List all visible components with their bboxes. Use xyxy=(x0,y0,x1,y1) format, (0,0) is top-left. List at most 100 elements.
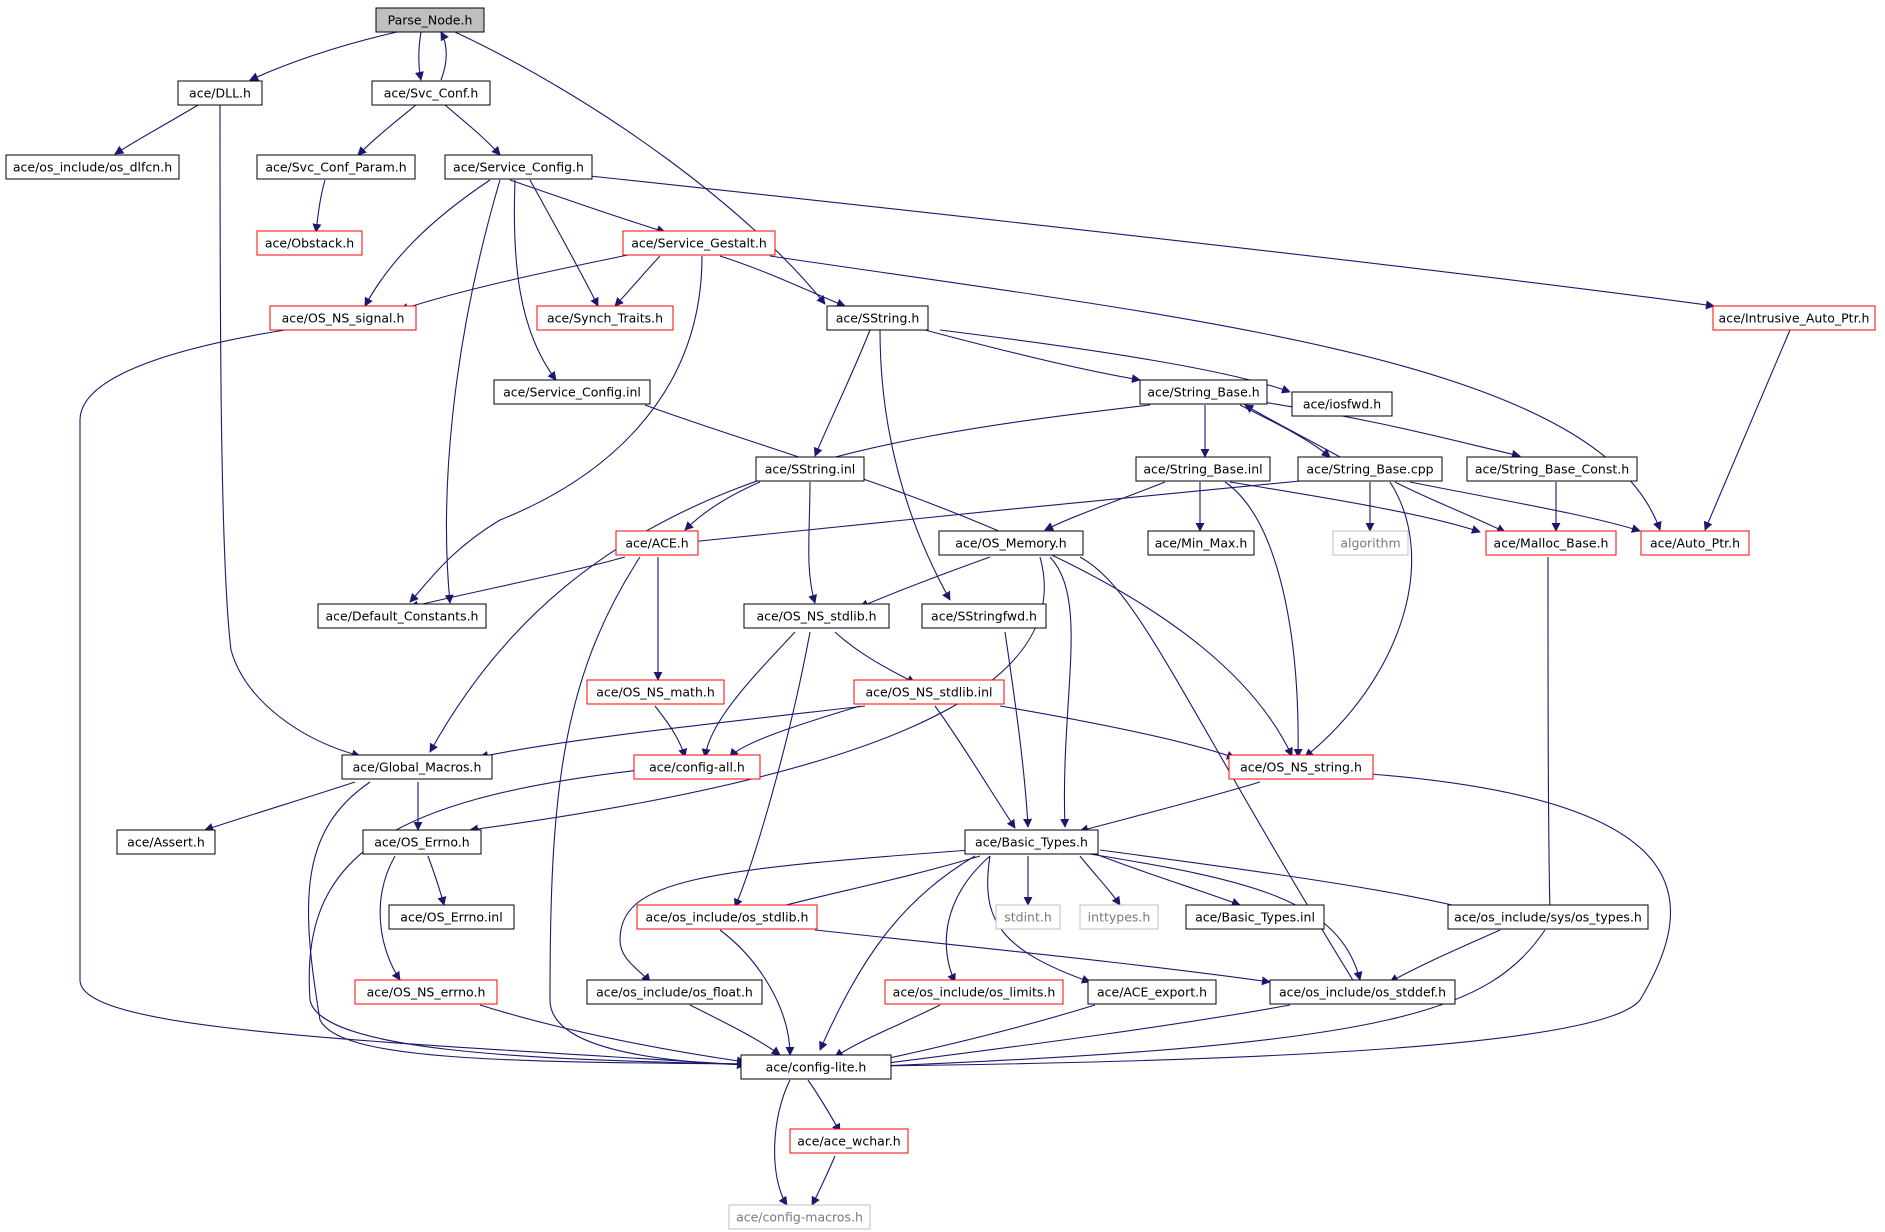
node-os-ns-stdlib-inl[interactable]: ace/OS_NS_stdlib.inl xyxy=(853,679,1005,705)
node-inttypes[interactable]: inttypes.h xyxy=(1079,904,1159,930)
node-box xyxy=(371,80,491,106)
node-min-max[interactable]: ace/Min_Max.h xyxy=(1147,530,1255,556)
node-sstringfwd[interactable]: ace/SStringfwd.h xyxy=(921,603,1047,629)
edge xyxy=(729,705,861,758)
node-label: ace/Synch_Traits.h xyxy=(547,311,663,326)
node-service-gestalt[interactable]: ace/Service_Gestalt.h xyxy=(622,230,776,256)
node-string-base-inl[interactable]: ace/String_Base.inl xyxy=(1135,456,1271,482)
edge xyxy=(204,781,356,832)
edge xyxy=(1079,556,1366,1001)
node-ace-export[interactable]: ace/ACE_export.h xyxy=(1087,979,1217,1005)
edge xyxy=(1044,481,1166,531)
node-os-ns-string[interactable]: ace/OS_NS_string.h xyxy=(1228,754,1374,780)
node-label: ace/os_include/os_dlfcn.h xyxy=(13,160,172,175)
edge xyxy=(689,1004,781,1056)
node-ace-wchar[interactable]: ace/ace_wchar.h xyxy=(789,1128,909,1154)
node-basic-types-inl[interactable]: ace/Basic_Types.inl xyxy=(1185,904,1325,930)
node-service-config-h[interactable]: ace/Service_Config.h xyxy=(444,154,593,180)
node-os-memory[interactable]: ace/OS_Memory.h xyxy=(938,530,1084,556)
node-default-constants[interactable]: ace/Default_Constants.h xyxy=(317,603,487,629)
edge xyxy=(1703,329,1791,531)
node-sstring-inl[interactable]: ace/SString.inl xyxy=(755,456,865,482)
edge xyxy=(684,481,761,531)
node-config-macros[interactable]: ace/config-macros.h xyxy=(728,1204,871,1230)
edge xyxy=(924,329,1141,384)
node-box xyxy=(256,154,416,180)
node-os-stdlib[interactable]: ace/os_include/os_stdlib.h xyxy=(636,904,818,930)
node-box xyxy=(995,904,1061,930)
node-string-base-h[interactable]: ace/String_Base.h xyxy=(1139,379,1268,405)
node-dll[interactable]: ace/DLL.h xyxy=(177,80,263,106)
node-intrusive-auto-ptr[interactable]: ace/Intrusive_Auto_Ptr.h xyxy=(1712,305,1876,331)
node-assert[interactable]: ace/Assert.h xyxy=(116,829,216,855)
node-stdint[interactable]: stdint.h xyxy=(995,904,1061,930)
node-basic-types-h[interactable]: ace/Basic_Types.h xyxy=(964,829,1099,855)
edge xyxy=(814,929,1271,986)
node-service-config-inl[interactable]: ace/Service_Config.inl xyxy=(493,379,651,405)
edge xyxy=(834,631,916,684)
node-os-ns-math[interactable]: ace/OS_NS_math.h xyxy=(586,679,725,705)
edge xyxy=(409,556,626,610)
node-svc-conf-param[interactable]: ace/Svc_Conf_Param.h xyxy=(256,154,416,180)
node-box xyxy=(921,603,1047,629)
node-malloc-base[interactable]: ace/Malloc_Base.h xyxy=(1485,530,1617,556)
node-label: ace/OS_NS_string.h xyxy=(1240,760,1362,775)
node-box xyxy=(1447,904,1649,930)
node-os-types[interactable]: ace/os_include/sys/os_types.h xyxy=(1447,904,1649,930)
node-string-base-cpp[interactable]: ace/String_Base.cpp xyxy=(1297,456,1443,482)
node-os-float[interactable]: ace/os_include/os_float.h xyxy=(586,979,763,1005)
node-global-macros[interactable]: ace/Global_Macros.h xyxy=(341,754,493,780)
node-box xyxy=(1087,979,1217,1005)
edge xyxy=(879,1004,1096,1063)
node-iosfwd[interactable]: ace/iosfwd.h xyxy=(1291,391,1393,417)
edge xyxy=(399,254,629,312)
node-sstring-h[interactable]: ace/SString.h xyxy=(826,305,929,331)
node-os-limits[interactable]: ace/os_include/os_limits.h xyxy=(884,979,1064,1005)
node-label: ace/OS_Errno.inl xyxy=(400,910,502,925)
node-label: ace/Assert.h xyxy=(127,835,205,850)
node-box xyxy=(1269,979,1456,1005)
edge xyxy=(879,329,951,601)
node-box xyxy=(362,829,482,855)
node-box xyxy=(317,603,487,629)
edge xyxy=(719,255,846,308)
node-os-ns-errno[interactable]: ace/OS_NS_errno.h xyxy=(354,979,498,1005)
node-label: ace/Svc_Conf_Param.h xyxy=(265,160,406,175)
node-label: ace/Default_Constants.h xyxy=(326,609,479,624)
node-box xyxy=(444,154,593,180)
node-box xyxy=(743,603,890,629)
edge xyxy=(444,179,501,604)
node-parse-node[interactable]: Parse_Node.h xyxy=(375,7,485,33)
node-box xyxy=(177,80,263,106)
node-label: ace/config-lite.h xyxy=(766,1060,867,1075)
node-config-all[interactable]: ace/config-all.h xyxy=(633,754,761,780)
node-os-ns-signal[interactable]: ace/OS_NS_signal.h xyxy=(269,305,417,331)
node-box xyxy=(388,904,515,930)
node-os-errno-h[interactable]: ace/OS_Errno.h xyxy=(362,829,482,855)
node-os-ns-stdlib-h[interactable]: ace/OS_NS_stdlib.h xyxy=(743,603,890,629)
node-label: ace/Intrusive_Auto_Ptr.h xyxy=(1719,311,1870,326)
node-label: ace/Malloc_Base.h xyxy=(1494,536,1609,551)
node-obstack[interactable]: ace/Obstack.h xyxy=(256,230,363,256)
node-config-lite[interactable]: ace/config-lite.h xyxy=(740,1054,892,1080)
node-box xyxy=(938,530,1084,556)
node-os-errno-inl[interactable]: ace/OS_Errno.inl xyxy=(388,904,515,930)
node-label: ace/Min_Max.h xyxy=(1155,536,1248,551)
node-ace-h[interactable]: ace/ACE.h xyxy=(615,530,699,556)
node-svc-conf[interactable]: ace/Svc_Conf.h xyxy=(371,80,491,106)
node-label: ace/String_Base.h xyxy=(1147,385,1259,400)
node-string-base-const[interactable]: ace/String_Base_Const.h xyxy=(1466,456,1638,482)
edge xyxy=(834,1004,941,1058)
edge xyxy=(1099,849,1481,915)
node-synch-traits[interactable]: ace/Synch_Traits.h xyxy=(536,305,674,331)
node-box xyxy=(493,379,651,405)
node-auto-ptr[interactable]: ace/Auto_Ptr.h xyxy=(1640,530,1750,556)
node-os-stddef[interactable]: ace/os_include/os_stddef.h xyxy=(1269,979,1456,1005)
node-algorithm[interactable]: algorithm xyxy=(1332,530,1409,556)
edge xyxy=(454,31,826,305)
edge xyxy=(114,104,199,155)
node-os-dlfcn[interactable]: ace/os_include/os_dlfcn.h xyxy=(5,154,180,180)
node-label: ace/String_Base_Const.h xyxy=(1475,462,1629,477)
node-box xyxy=(789,1128,909,1154)
